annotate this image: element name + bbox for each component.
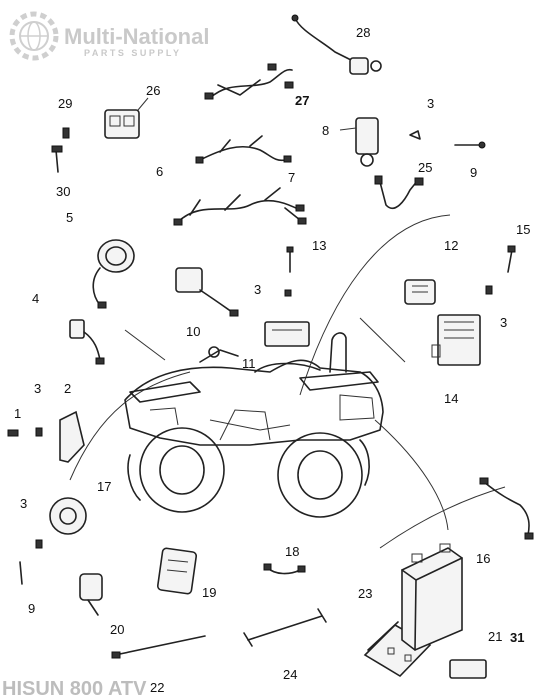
callout-labels: 28 27 26 29 30 3 8 9 7 6 25 5 13 3 12 15… <box>14 25 530 695</box>
callout-label: 15 <box>516 222 530 237</box>
logo-tagline: PARTS SUPPLY <box>84 48 182 58</box>
callout-label: 3 <box>34 381 41 396</box>
callout-label: 16 <box>476 551 490 566</box>
callout-label: 3 <box>500 315 507 330</box>
part-1-2-3-sensor <box>7 410 85 463</box>
callout-label: 31 <box>510 630 524 645</box>
part-26-relay <box>104 97 149 139</box>
model-label: HISUN 800 ATV <box>2 678 147 700</box>
part-25-plug-wire <box>374 175 424 210</box>
callout-label: 22 <box>150 680 164 695</box>
logo-name: Multi-National <box>64 24 209 49</box>
part-18-lead <box>263 563 306 575</box>
brand-logo: Multi-National PARTS SUPPLY <box>9 11 209 61</box>
callout-label: 28 <box>356 25 370 40</box>
callout-label: 7 <box>288 170 295 185</box>
callout-label: 2 <box>64 381 71 396</box>
callout-label: 9 <box>470 165 477 180</box>
part-10-switch <box>175 267 239 317</box>
part-17-battery <box>401 543 463 651</box>
callout-label: 1 <box>14 406 21 421</box>
part-7-harness <box>195 135 292 164</box>
callout-label: 3 <box>20 496 27 511</box>
part-24-strap <box>243 608 327 647</box>
callout-label: 10 <box>186 324 200 339</box>
part-22-cable <box>111 635 206 659</box>
part-15-bolt <box>485 245 516 295</box>
callout-label: 4 <box>32 291 39 306</box>
callout-label: 3 <box>254 282 261 297</box>
callout-label: 24 <box>283 667 297 682</box>
callout-label: 20 <box>110 622 124 637</box>
callout-label: 13 <box>312 238 326 253</box>
part-5-coil <box>92 239 135 309</box>
part-21-horn <box>19 497 87 585</box>
part-14-cdi <box>431 314 481 366</box>
part-31-block <box>449 659 487 679</box>
callout-label: 19 <box>202 585 216 600</box>
part-19-fuse-box <box>156 547 198 595</box>
gear-globe-icon <box>9 11 59 61</box>
callout-label: 18 <box>285 544 299 559</box>
callout-label: 30 <box>56 184 70 199</box>
part-20-sensor <box>79 573 103 616</box>
part-27-harness <box>204 63 294 100</box>
callout-label: 21 <box>488 629 502 644</box>
callout-label: 8 <box>322 123 329 138</box>
part-12-relay <box>404 279 436 305</box>
callout-label: 9 <box>28 601 35 616</box>
callout-label: 29 <box>58 96 72 111</box>
callout-label: 23 <box>358 586 372 601</box>
part-6-main-harness <box>173 187 307 226</box>
callout-label: 25 <box>418 160 432 175</box>
callout-label: 5 <box>66 210 73 225</box>
part-28-sensor <box>291 14 382 75</box>
atv-illustration <box>124 332 384 518</box>
part-13-bolt <box>284 246 294 297</box>
part-4-switch <box>69 319 105 365</box>
callout-label: 14 <box>444 391 458 406</box>
callout-label: 27 <box>295 93 309 108</box>
callout-label: 11 <box>242 356 256 371</box>
callout-label: 26 <box>146 83 160 98</box>
part-11-control-box <box>264 321 310 347</box>
callout-label: 12 <box>444 238 458 253</box>
part-29-30-fasteners <box>51 127 70 173</box>
callout-label: 17 <box>97 479 111 494</box>
callout-label: 6 <box>156 164 163 179</box>
part-16-lead <box>479 477 534 540</box>
part-8-regulator <box>339 117 486 167</box>
callout-label: 3 <box>427 96 434 111</box>
